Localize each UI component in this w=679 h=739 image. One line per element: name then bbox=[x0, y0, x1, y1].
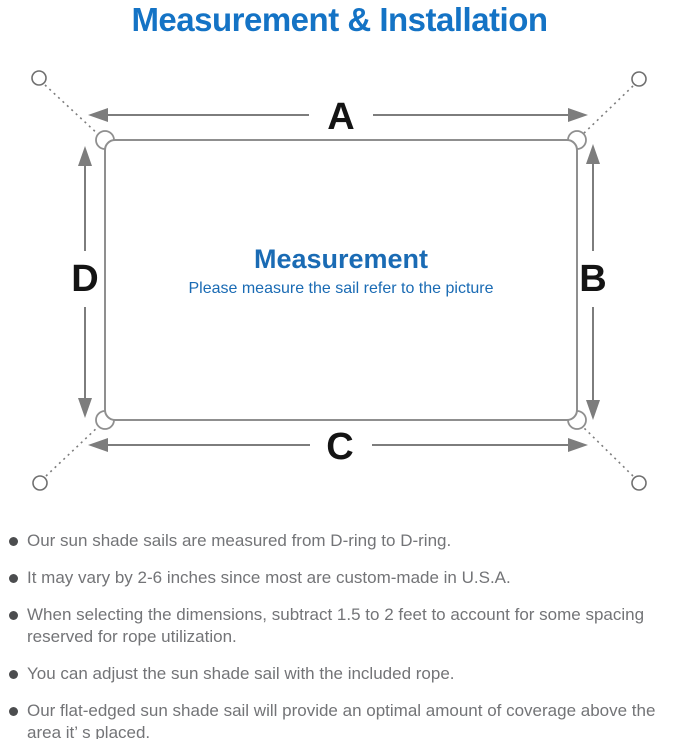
rope-line-bottom-left bbox=[45, 424, 101, 477]
dimension-arrow-d bbox=[78, 146, 92, 418]
anchor-point-circles bbox=[31, 70, 647, 491]
dimension-arrow-a bbox=[88, 108, 588, 122]
rope-line-top-left bbox=[44, 84, 101, 137]
anchor-circle-top-right-icon bbox=[631, 71, 647, 87]
note-text: It may vary by 2-6 inches since most are… bbox=[27, 568, 511, 587]
bullet-dot-icon bbox=[9, 574, 18, 583]
side-label-d: D bbox=[71, 258, 98, 300]
side-label-b: B bbox=[579, 258, 606, 300]
arrowhead-up-icon bbox=[78, 146, 92, 166]
bullet-dot-icon bbox=[9, 670, 18, 679]
arrowhead-up-icon bbox=[586, 144, 600, 164]
list-item: Our sun shade sails are measured from D-… bbox=[8, 530, 668, 552]
sail-outline bbox=[104, 139, 578, 421]
diagram-center-heading: Measurement bbox=[254, 244, 428, 274]
rope-line-top-right bbox=[580, 85, 634, 137]
page-title: Measurement & Installation bbox=[131, 1, 548, 38]
measurement-diagram: A B C D Measurement Please measure the s… bbox=[31, 70, 647, 491]
arrowhead-right-icon bbox=[568, 108, 588, 122]
dimension-arrow-c bbox=[88, 438, 588, 452]
list-item: Our flat-edged sun shade sail will provi… bbox=[8, 700, 668, 739]
list-item: It may vary by 2-6 inches since most are… bbox=[8, 567, 668, 589]
bullet-dot-icon bbox=[9, 537, 18, 546]
anchor-circle-top-left-icon bbox=[31, 70, 47, 86]
arrowhead-right-icon bbox=[568, 438, 588, 452]
note-text: You can adjust the sun shade sail with t… bbox=[27, 664, 455, 683]
diagram-center-subtitle: Please measure the sail refer to the pic… bbox=[188, 280, 493, 297]
rope-line-bottom-right bbox=[580, 424, 634, 477]
rope-dashed-lines bbox=[44, 84, 634, 477]
notes-list: Our sun shade sails are measured from D-… bbox=[8, 530, 668, 739]
bullet-dot-icon bbox=[9, 707, 18, 716]
note-text: When selecting the dimensions, subtract … bbox=[27, 605, 645, 646]
list-item: When selecting the dimensions, subtract … bbox=[8, 604, 668, 648]
arrowhead-left-icon bbox=[88, 438, 108, 452]
arrowhead-down-icon bbox=[586, 400, 600, 420]
note-text: Our flat-edged sun shade sail will provi… bbox=[27, 701, 656, 739]
arrowhead-left-icon bbox=[88, 108, 108, 122]
side-label-c: C bbox=[326, 426, 353, 468]
list-item: You can adjust the sun shade sail with t… bbox=[8, 663, 668, 685]
dimension-arrow-b bbox=[586, 144, 600, 420]
arrowhead-down-icon bbox=[78, 398, 92, 418]
bullet-dot-icon bbox=[9, 611, 18, 620]
anchor-circle-bottom-right-icon bbox=[631, 475, 647, 491]
anchor-circle-bottom-left-icon bbox=[32, 475, 48, 491]
side-label-a: A bbox=[327, 96, 354, 138]
d-ring-icons bbox=[95, 130, 587, 430]
note-text: Our sun shade sails are measured from D-… bbox=[27, 531, 452, 550]
